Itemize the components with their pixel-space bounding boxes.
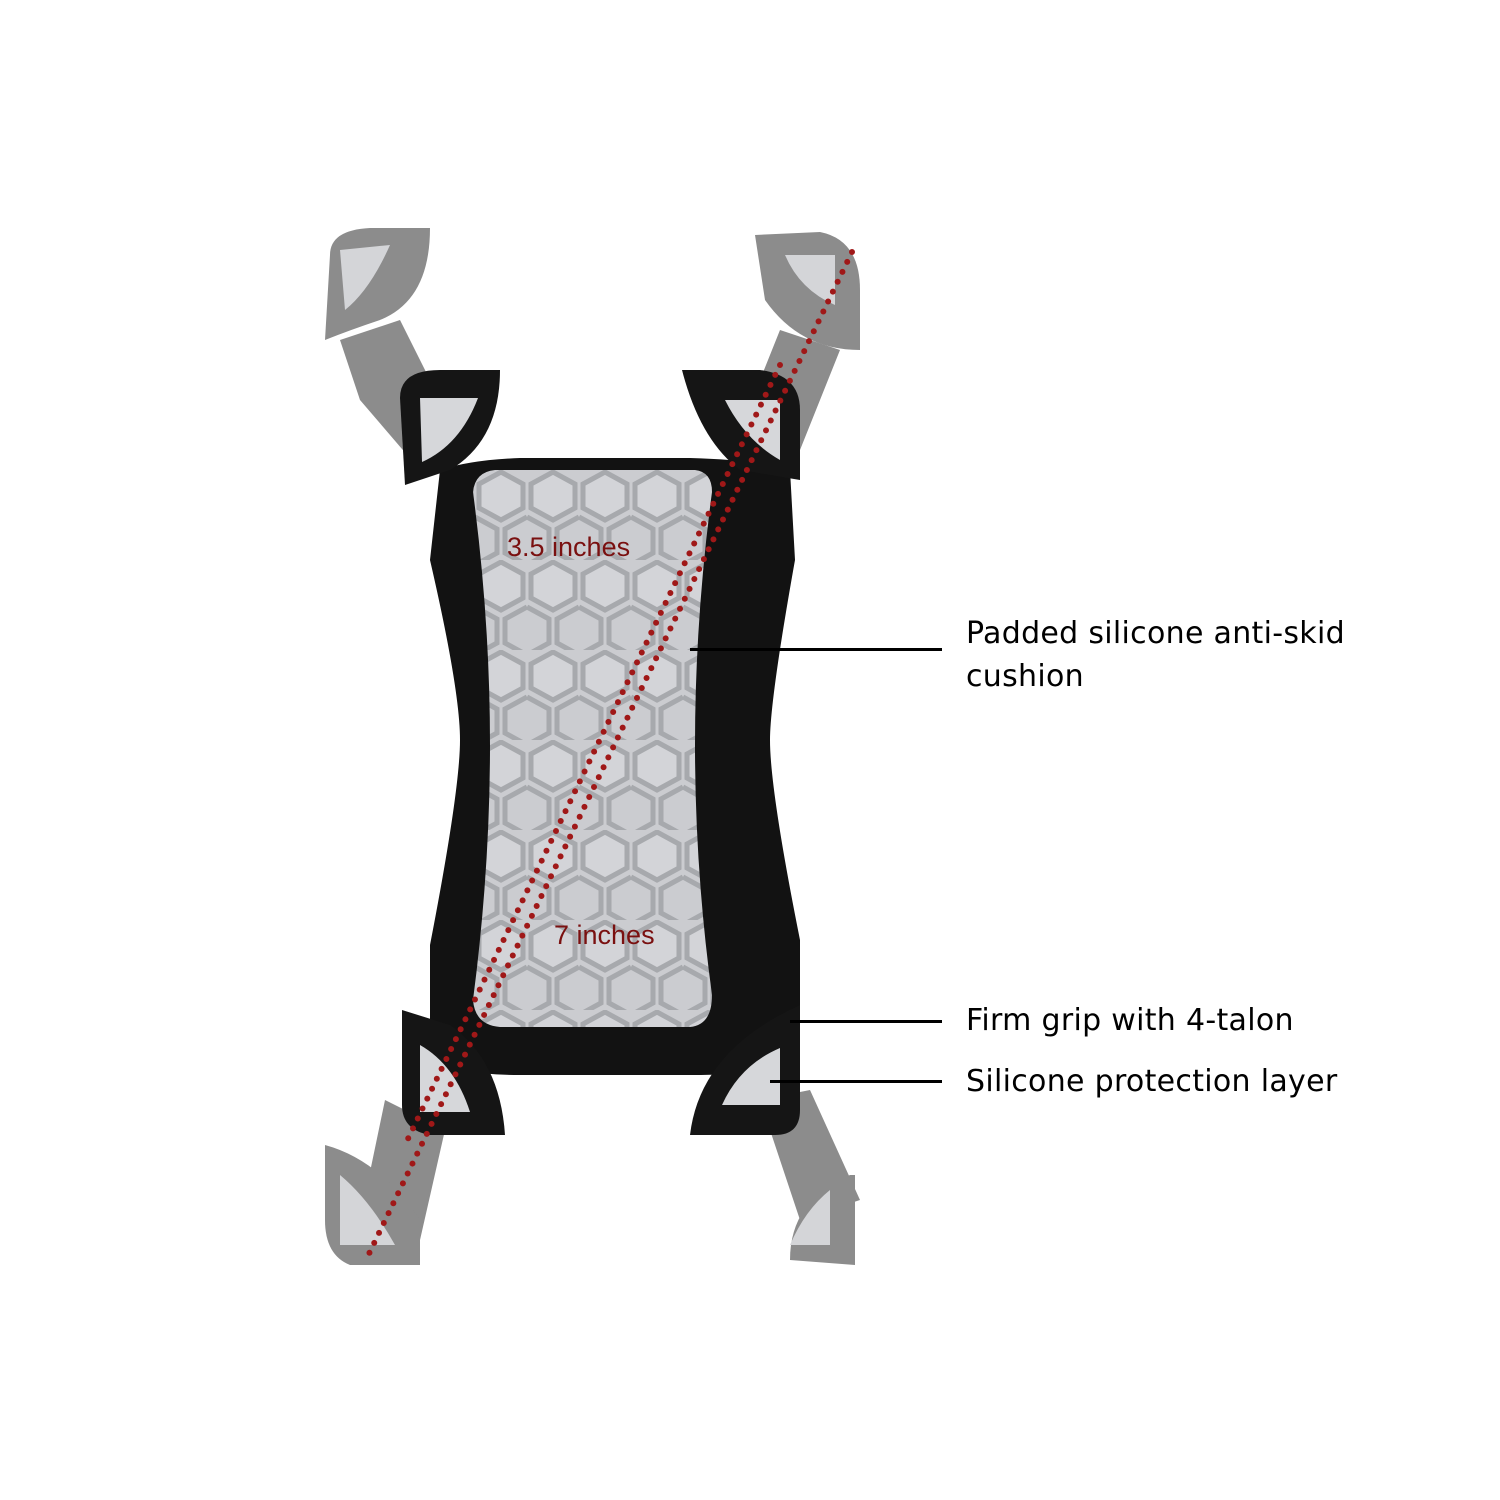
callout-layer: Silicone protection layer [966,1064,1338,1099]
corner-talons [400,370,800,1135]
width-dimension-label: 3.5 inches [507,532,631,562]
callout-cushion-line2: cushion [966,659,1084,694]
diagonal-measure [362,249,855,1265]
callout-cushion-line1: Padded silicone anti-skid [966,616,1345,651]
callout-grip: Firm grip with 4-talon [966,1003,1294,1038]
anti-skid-cushion [473,470,712,1027]
arm-pads [340,245,835,1245]
layer-leader-line [770,1080,942,1083]
cushion-leader-line [690,648,942,651]
diagonal-dimension-label: 7 inches [554,920,655,950]
grip-leader-line [790,1020,942,1023]
callout-cushion: Padded silicone anti-skid cushion [966,612,1345,698]
